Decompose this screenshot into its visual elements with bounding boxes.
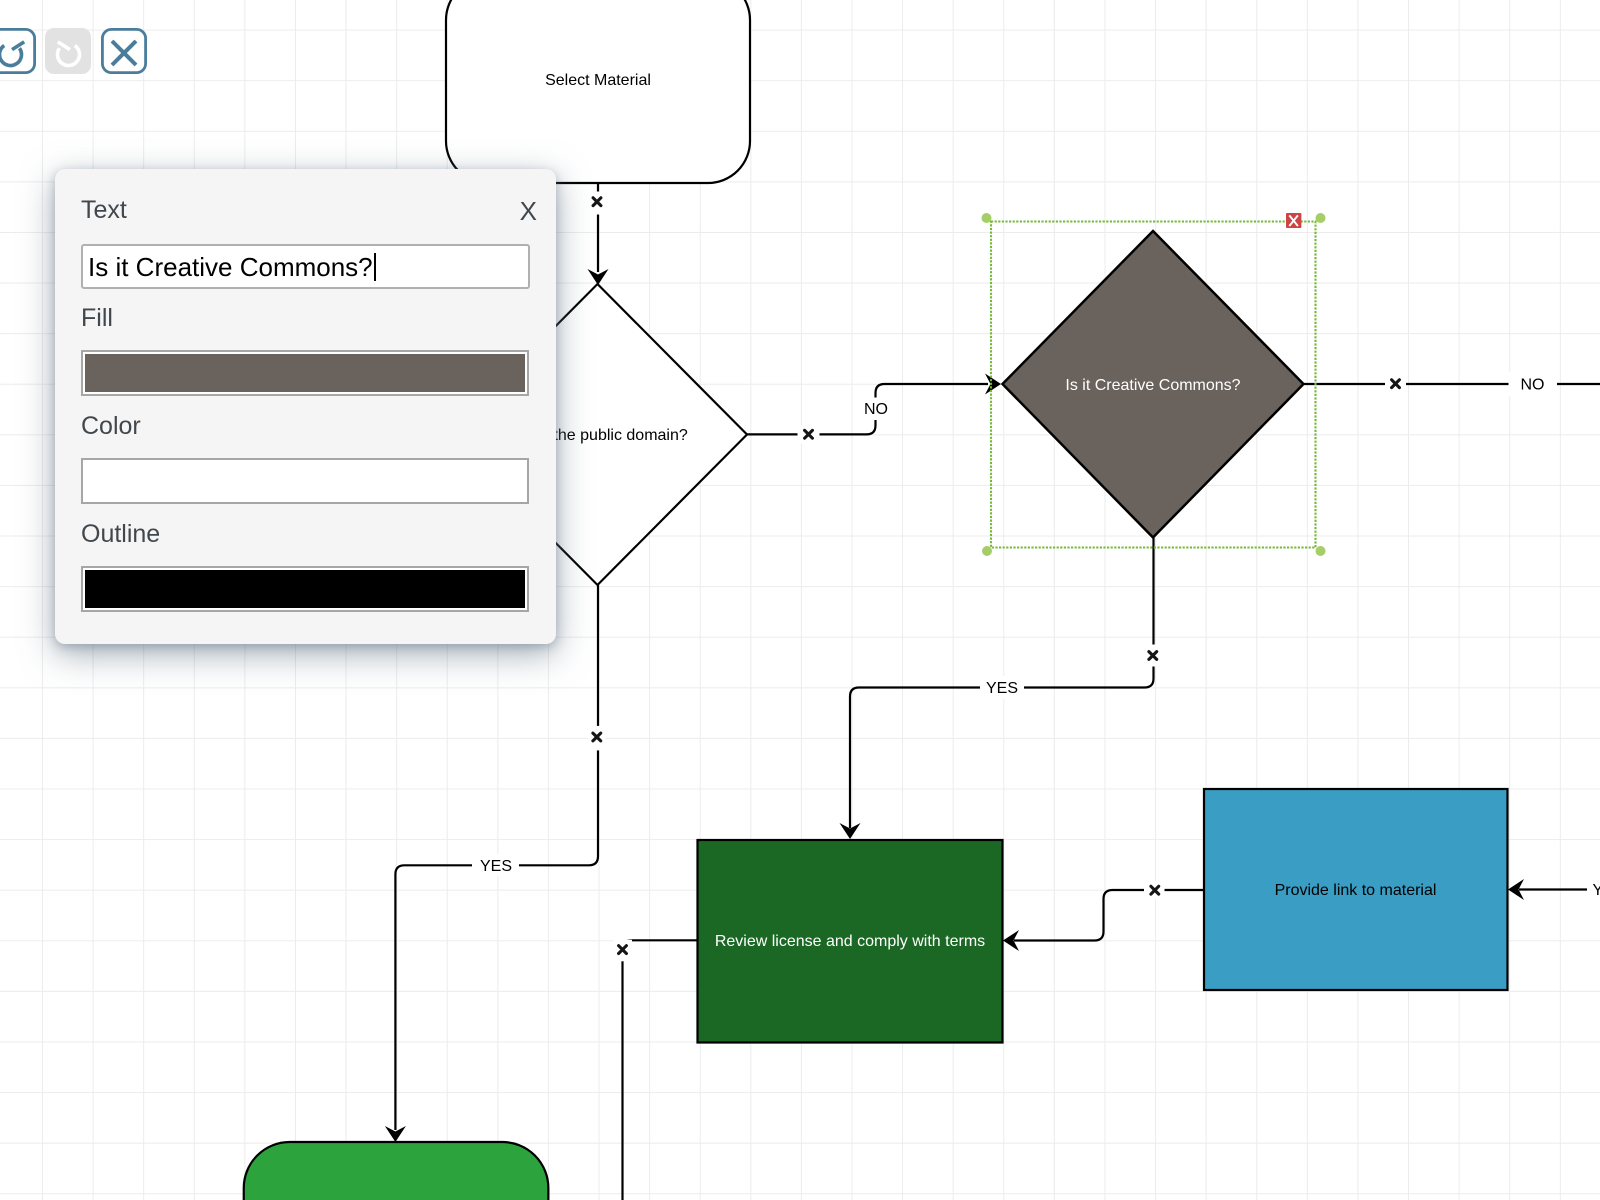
svg-text:Is it Creative Commons?: Is it Creative Commons?	[1065, 377, 1240, 394]
svg-text:NO: NO	[864, 401, 888, 418]
svg-text:YES: YES	[1593, 882, 1600, 899]
svg-text:Select Material: Select Material	[545, 72, 651, 89]
svg-text:NO: NO	[1521, 377, 1545, 394]
svg-text:YES: YES	[986, 680, 1018, 697]
svg-text:YES: YES	[480, 858, 512, 875]
svg-text:Provide link to material: Provide link to material	[1275, 882, 1437, 899]
svg-text:Review license and comply with: Review license and comply with terms	[715, 933, 985, 950]
